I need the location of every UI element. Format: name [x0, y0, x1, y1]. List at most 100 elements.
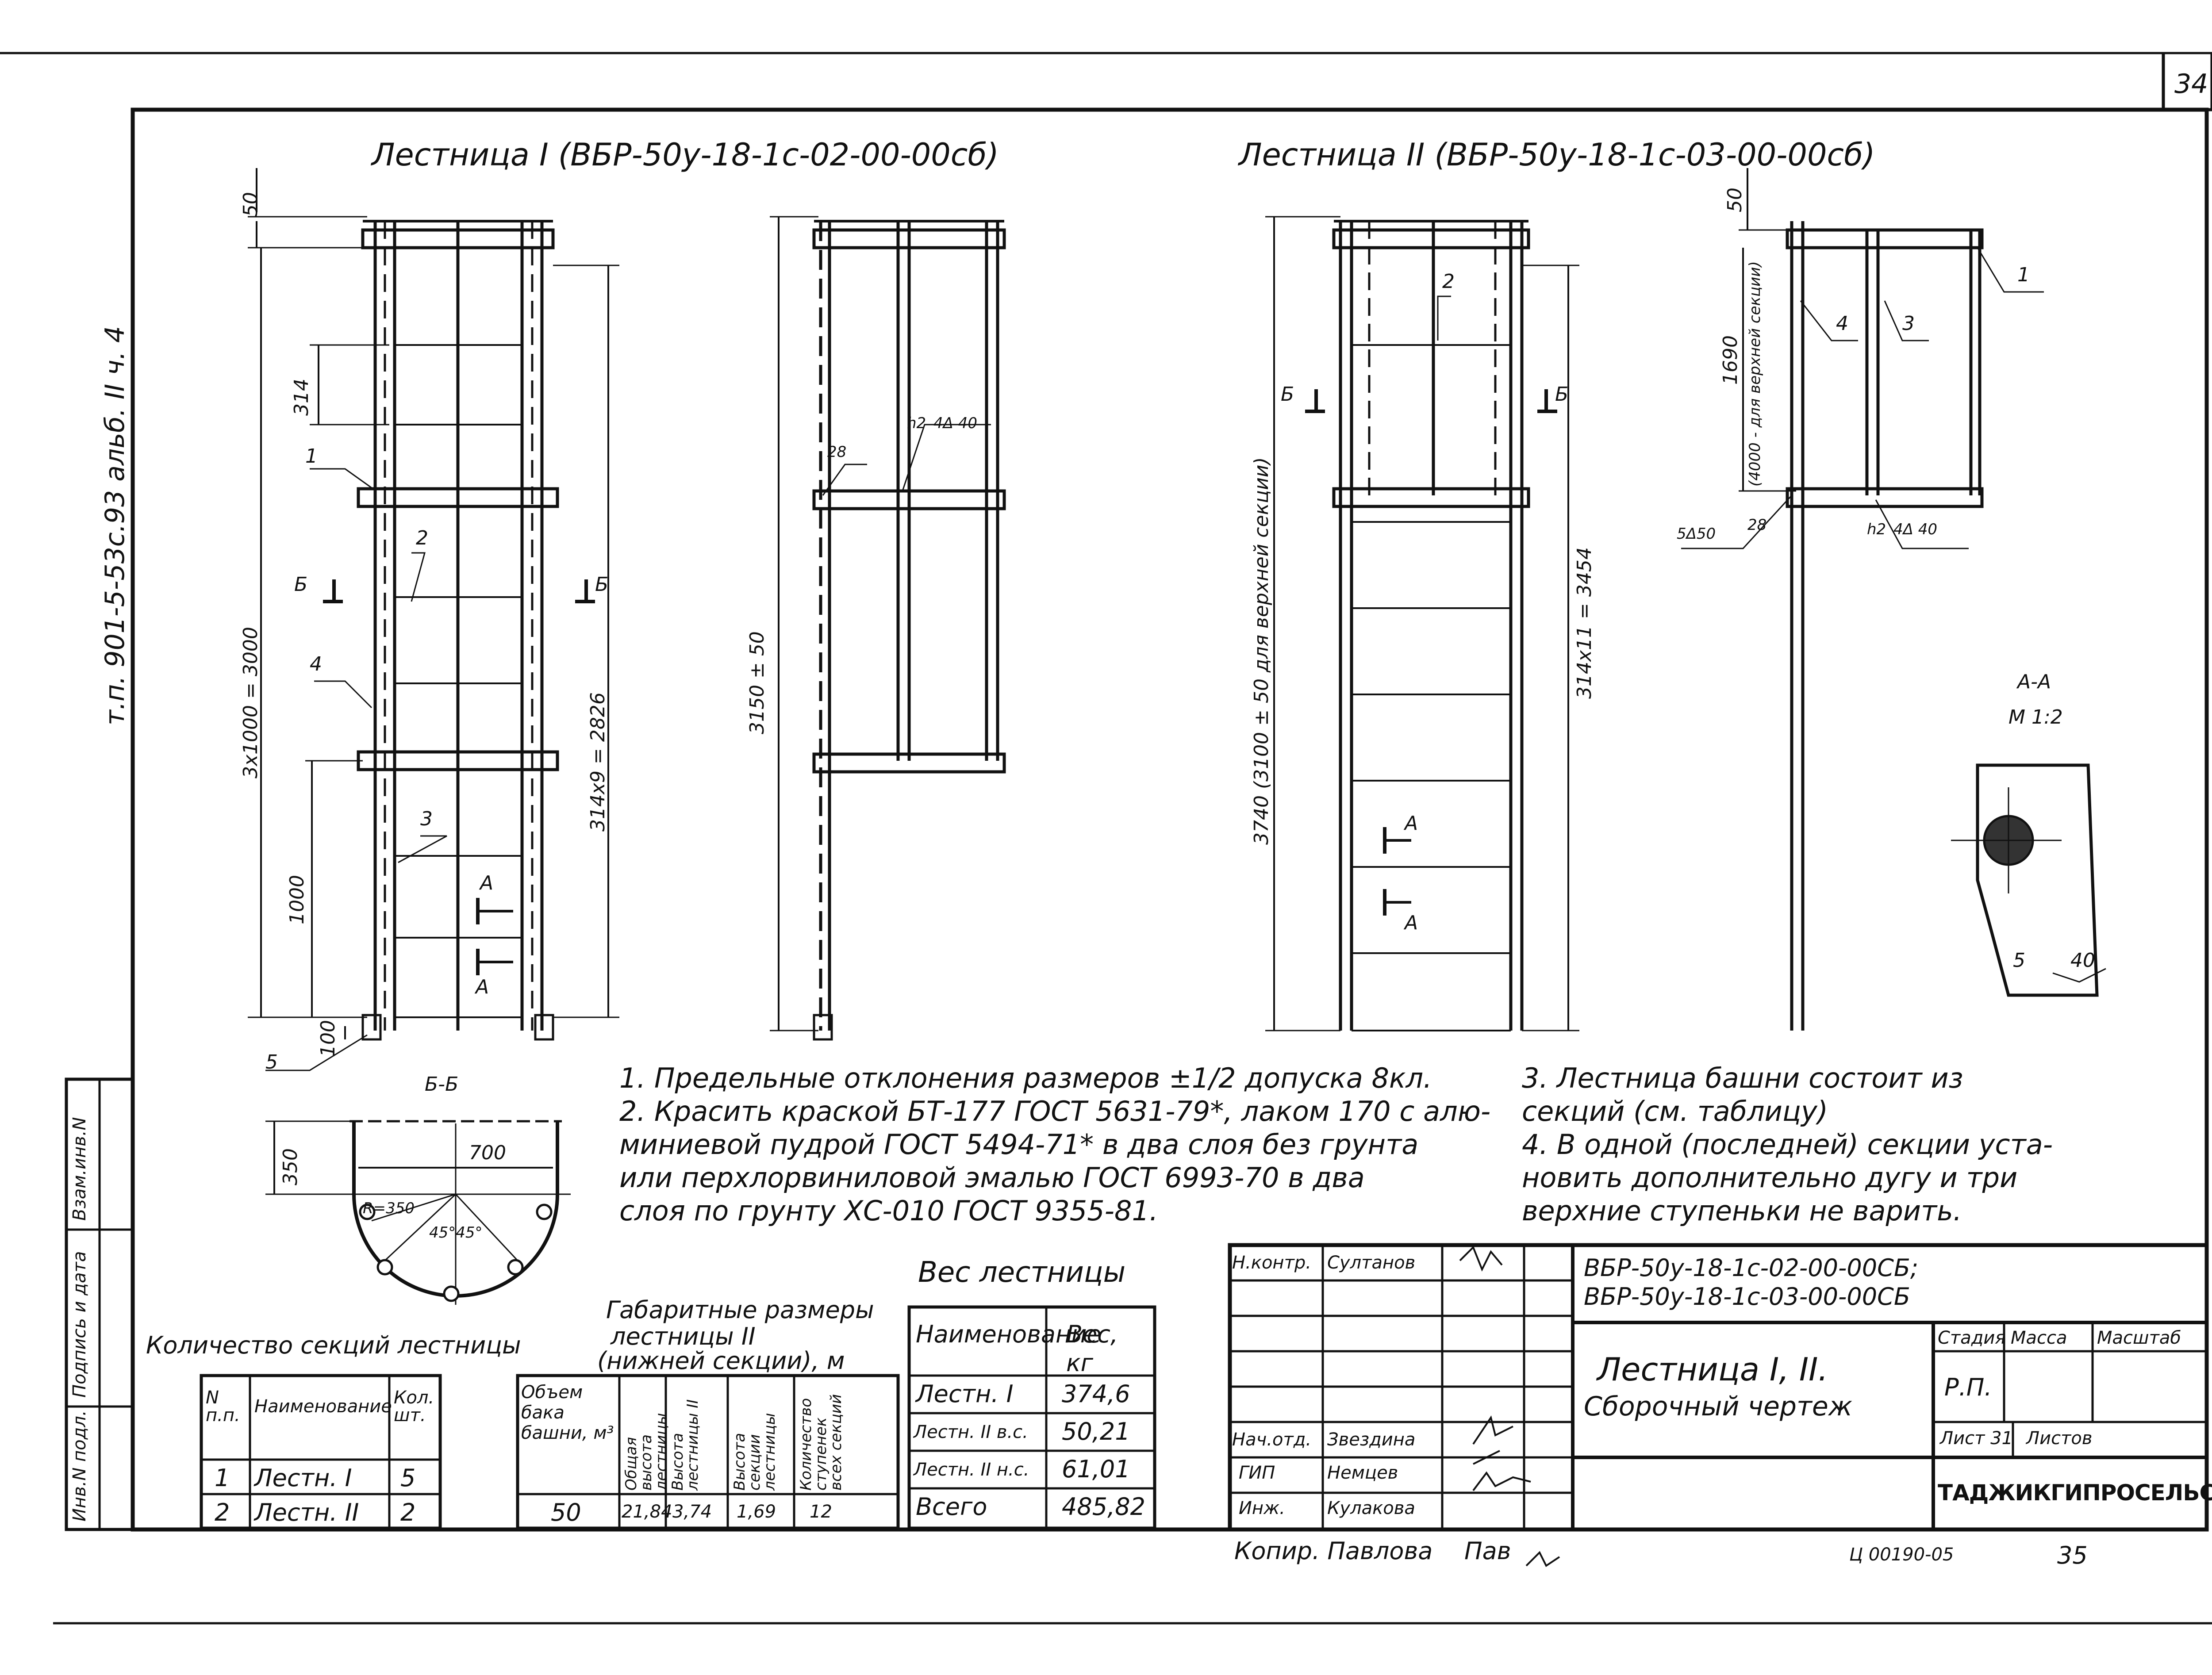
- callout-1-right: 1: [2017, 264, 2030, 286]
- note-1: 1. Предельные отклонения размеров ±1/2 д…: [619, 1062, 1432, 1094]
- sections-table-title: Количество секций лестницы: [146, 1331, 521, 1359]
- ladder1-side: [770, 217, 1004, 1039]
- note-2c: или перхлорвиниловой эмалью ГОСТ 6993-70…: [619, 1161, 1365, 1194]
- weight-table-title: Вес лестницы: [918, 1256, 1126, 1289]
- role-3: Инж.: [1239, 1498, 1285, 1518]
- dims-table-title-c: (нижней секции), м: [597, 1347, 845, 1375]
- dim-350: 350: [279, 1148, 302, 1185]
- dims-val-volume: 50: [551, 1499, 581, 1526]
- dims-col-steps: Количество ступенек всех секций: [797, 1394, 845, 1491]
- stage-value: Р.П.: [1944, 1373, 1992, 1401]
- doc-code-2: ВБР-50у-18-1с-03-00-00СБ: [1584, 1283, 1910, 1311]
- note-4c: верхние ступеньки не варить.: [1522, 1195, 1962, 1227]
- callout-2: 2: [416, 527, 428, 549]
- section-mark-b-left: Б: [294, 573, 308, 596]
- copier-label: Копир. Павлова: [1234, 1537, 1433, 1565]
- weight-total-name: Всего: [916, 1493, 987, 1521]
- weight-col-kg: Вес, кг: [1066, 1320, 1118, 1377]
- dim-angles: 45°45°: [429, 1224, 483, 1242]
- dim-700: 700: [469, 1142, 506, 1164]
- ladder2-front: [1265, 217, 1579, 1031]
- mass-label: Масса: [2011, 1328, 2067, 1348]
- dims-val-section-height: 1,69: [737, 1502, 776, 1522]
- weld-40-label: 40: [2070, 949, 2095, 972]
- sections-r2-name: Лестн. II: [254, 1499, 359, 1526]
- callout-2-right: 2: [1442, 270, 1455, 293]
- weight-r2-name: Лестн. II в.с.: [914, 1422, 1028, 1442]
- stage-label: Стадия: [1938, 1328, 2006, 1348]
- weight-r1-kg: 374,6: [1062, 1380, 1130, 1408]
- note-2d: слоя по грунту ХС-010 ГОСТ 9355-81.: [619, 1195, 1158, 1227]
- callout-3-right: 3: [1902, 312, 1915, 335]
- sheets-label: Листов: [2026, 1428, 2093, 1449]
- dims-col-section-height: Высота секции лестницы: [731, 1413, 779, 1491]
- album-code: т.п. 901-5-53с.93 альб. II ч. 4: [100, 326, 131, 725]
- dims-col-total-height: Общая высота лестницы: [622, 1413, 670, 1491]
- sections-r2-n: 2: [215, 1499, 230, 1526]
- note-4a: 4. В одной (последней) секции уста-: [1522, 1128, 2053, 1161]
- dims-val-total-height: 21,84: [622, 1502, 672, 1522]
- section-aa-scale: М 1:2: [2008, 706, 2063, 728]
- stamp-inv-label: Инв.N подл.: [69, 1410, 90, 1522]
- stamp-replace-label: Взам.инв.N: [69, 1117, 90, 1221]
- archive-page: 35: [2057, 1541, 2088, 1569]
- weight-r2-kg: 50,21: [1062, 1418, 1130, 1445]
- dims-table-title-a: Габаритные размеры: [606, 1296, 874, 1324]
- weld-28-left: 28: [827, 443, 847, 461]
- ladder1-front: [248, 168, 619, 1070]
- weld-h2-right: h2: [1867, 521, 1886, 538]
- sections-col-name: Наименование: [254, 1396, 392, 1417]
- signatures: [1460, 1247, 1559, 1566]
- callout-4-right: 4: [1836, 312, 1848, 335]
- callout-4: 4: [310, 653, 322, 675]
- role-0: Н.контр.: [1232, 1253, 1311, 1273]
- dim-50-left: 50: [239, 192, 262, 217]
- callout-3: 3: [420, 808, 433, 830]
- weight-table-grid: [909, 1307, 1155, 1528]
- section-mark-a-4: А: [1405, 912, 1418, 934]
- name-1: Звездина: [1327, 1430, 1416, 1450]
- sections-col-n: N п.п.: [206, 1388, 240, 1426]
- dim-5: 5: [265, 1051, 278, 1073]
- section-mark-a-2: А: [476, 976, 489, 998]
- dim-314x11: 314x11 = 3454: [1573, 547, 1596, 699]
- name-0: Султанов: [1327, 1253, 1416, 1273]
- ladder1-title: Лестница I (ВБР-50у-18-1с-02-00-00сб): [372, 137, 999, 173]
- dim-314: 314: [290, 379, 313, 416]
- role-2: ГИП: [1239, 1463, 1275, 1483]
- dim-3150: 3150 ± 50: [746, 631, 768, 734]
- section-bb-title: Б-Б: [425, 1073, 459, 1096]
- role-1: Нач.отд.: [1232, 1430, 1312, 1450]
- dims-col-volume: Объем бака башни, м³: [521, 1382, 614, 1443]
- section-mark-a-1: А: [480, 872, 494, 894]
- dim-1000: 1000: [286, 875, 308, 924]
- section-aa-title: А-А: [2017, 671, 2051, 693]
- weight-col-name: Наименование: [916, 1320, 1102, 1348]
- stamp-sign-label: Подпись и дата: [69, 1251, 90, 1398]
- dim-4000: (4000 - для верхней секции): [1746, 261, 1764, 487]
- section-mark-b-right: Б: [595, 573, 609, 596]
- sections-table-grid: [201, 1376, 440, 1528]
- callout-1: 1: [305, 445, 318, 468]
- weld-h2-left: h2: [907, 414, 926, 432]
- weld-5-50: 5Δ50: [1677, 525, 1716, 543]
- doc-code-1: ВБР-50у-18-1с-02-00-00СБ;: [1584, 1254, 1919, 1282]
- dims-table-grid: [518, 1376, 898, 1528]
- drawing-frame: [133, 110, 2207, 1529]
- drawing-name-2: Сборочный чертеж: [1584, 1391, 1852, 1422]
- weld-5-label: 5: [2013, 949, 2025, 972]
- note-3a: 3. Лестница башни состоит из: [1522, 1062, 1963, 1094]
- copier-sign: Пав: [1464, 1537, 1511, 1565]
- page-number: 34: [2174, 69, 2208, 100]
- sections-r1-n: 1: [215, 1464, 230, 1492]
- note-2b: миниевой пудрой ГОСТ 5494-71* в два слоя…: [619, 1128, 1419, 1161]
- name-3: Кулакова: [1327, 1498, 1415, 1518]
- section-mark-a-3: А: [1405, 812, 1418, 835]
- weld-4-40-left: 4Δ 40: [933, 414, 977, 432]
- dims-val-steps: 12: [810, 1502, 832, 1522]
- weight-r3-name: Лестн. II н.с.: [914, 1460, 1029, 1480]
- section-aa: [1951, 765, 2106, 995]
- section-mark-b2-right: Б: [1555, 383, 1569, 406]
- scale-label: Масштаб: [2097, 1328, 2181, 1348]
